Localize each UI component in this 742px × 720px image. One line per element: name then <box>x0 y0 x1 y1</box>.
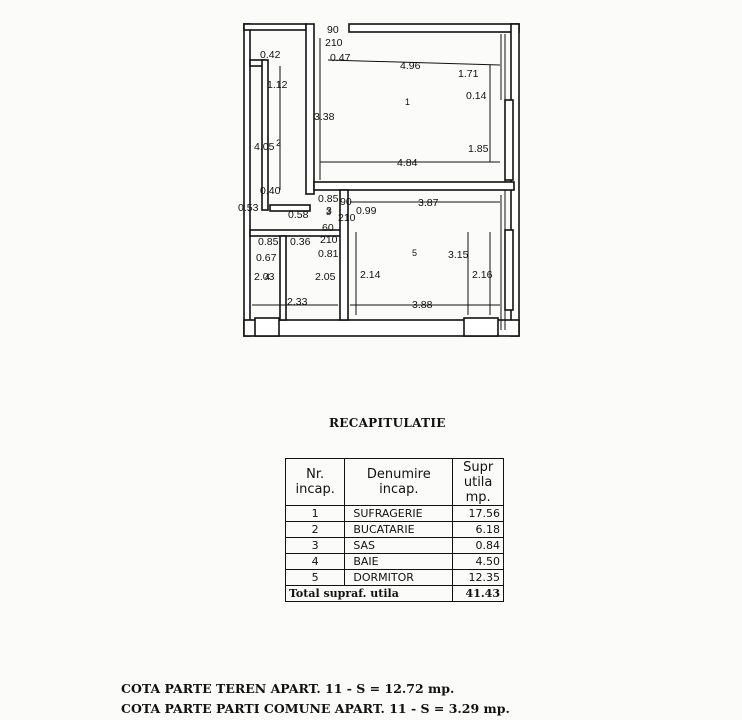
wall-kitchen-inner <box>261 59 269 211</box>
column-header: Denumire incap. <box>344 458 454 506</box>
room-area: 17.56 <box>452 505 504 522</box>
dim-label: 1.12 <box>267 79 288 91</box>
window-right-upper <box>504 99 514 181</box>
wall-bottom-left-block <box>254 317 280 337</box>
dim-label: 4.96 <box>400 60 421 72</box>
window-right-lower <box>504 229 514 311</box>
table-row: 5 DORMITOR 12.35 <box>284 569 504 586</box>
wall-sas <box>269 204 311 212</box>
wall-bottom-right-block <box>463 317 499 337</box>
dim-label: 0.53 <box>238 202 259 214</box>
room-number: 5 <box>412 248 417 258</box>
room-nr: 1 <box>284 505 346 522</box>
room-number: 3 <box>326 207 331 217</box>
room-number: 1 <box>405 97 410 107</box>
room-name: SAS <box>344 537 454 554</box>
table-row: 4 BAIE 4.50 <box>284 553 504 570</box>
dim-label: 0.14 <box>466 90 487 102</box>
dim-label: 4.05 <box>254 141 275 153</box>
room-name: BAIE <box>344 553 454 570</box>
room-number: 4 <box>265 272 270 282</box>
dim-label: 0.47 <box>330 52 351 64</box>
dim-label: 0.81 <box>318 248 339 260</box>
dim-label: 0.85 <box>258 236 279 248</box>
dim-label: 0.40 <box>260 185 281 197</box>
wall-bath-bedroom <box>339 189 349 321</box>
dim-label: 4.84 <box>397 157 418 169</box>
dim-label: 3.87 <box>418 197 439 209</box>
dim-label: 0.67 <box>256 252 277 264</box>
dim-label: 60 <box>322 222 334 234</box>
wall-living-bedroom <box>313 181 515 191</box>
dim-label: 210 <box>338 212 356 224</box>
dim-label: 0.85 <box>318 193 339 205</box>
room-area: 0.84 <box>452 537 504 554</box>
dim-label: 2.03 <box>254 271 275 283</box>
room-nr: 3 <box>284 537 346 554</box>
dim-label: 90 <box>327 24 339 36</box>
wall-top-left <box>243 23 307 31</box>
dim-label: 2.14 <box>360 269 381 281</box>
dim-label: 3 <box>326 205 332 217</box>
room-area: 4.50 <box>452 553 504 570</box>
total-value: 41.43 <box>452 585 504 602</box>
dim-label: 0.42 <box>260 49 281 61</box>
room-name: BUCATARIE <box>344 521 454 538</box>
table-row: 3 SAS 0.84 <box>284 537 504 554</box>
wall-top-right <box>348 23 520 33</box>
room-name: SUFRAGERIE <box>344 505 454 522</box>
table-header-row: Nr. incap. Denumire incap. Supr utila mp… <box>284 458 504 506</box>
wall-kitchen-living <box>305 23 315 195</box>
total-label: Total supraf. utila <box>284 585 454 602</box>
dim-label: 2.16 <box>472 269 493 281</box>
column-header: Supr utila mp. <box>452 458 504 506</box>
wall-left <box>243 23 251 337</box>
dim-label: 3.88 <box>412 299 433 311</box>
dim-label: 0.58 <box>288 209 309 221</box>
room-nr: 5 <box>284 569 346 586</box>
room-number: 2 <box>276 138 281 148</box>
dim-label: 2.05 <box>315 271 336 283</box>
table-row: 1 SUFRAGERIE 17.56 <box>284 505 504 522</box>
recap-title: RECAPITULATIE <box>329 416 446 430</box>
dim-label: 3.38 <box>314 111 335 123</box>
dim-label: 210 <box>320 234 338 246</box>
room-nr: 4 <box>284 553 346 570</box>
table-row: 2 BUCATARIE 6.18 <box>284 521 504 538</box>
wall-bath-inner <box>279 235 287 321</box>
dim-label: 2.33 <box>287 296 308 308</box>
dim-label: 1.85 <box>468 143 489 155</box>
dim-label: 0.99 <box>356 205 377 217</box>
room-nr: 2 <box>284 521 346 538</box>
floor-plan: 90 210 0.42 0.47 4.96 1.71 1.12 0.14 3.3… <box>238 23 520 337</box>
room-area: 6.18 <box>452 521 504 538</box>
land-share-line: COTA PARTE TEREN APART. 11 - S = 12.72 m… <box>121 681 455 696</box>
column-header: Nr. incap. <box>284 458 346 506</box>
dim-label: 210 <box>325 37 343 49</box>
common-share-line: COTA PARTE PARTI COMUNE APART. 11 - S = … <box>121 701 510 716</box>
recap-table: Nr. incap. Denumire incap. Supr utila mp… <box>284 458 504 602</box>
total-row: Total supraf. utila 41.43 <box>284 585 504 602</box>
dim-label: 3.15 <box>448 249 469 261</box>
dim-label: 0.36 <box>290 236 311 248</box>
room-area: 12.35 <box>452 569 504 586</box>
dim-label: 90 <box>340 196 352 208</box>
dim-label: 1.71 <box>458 68 479 80</box>
wall-bottom <box>243 319 520 337</box>
room-name: DORMITOR <box>344 569 454 586</box>
